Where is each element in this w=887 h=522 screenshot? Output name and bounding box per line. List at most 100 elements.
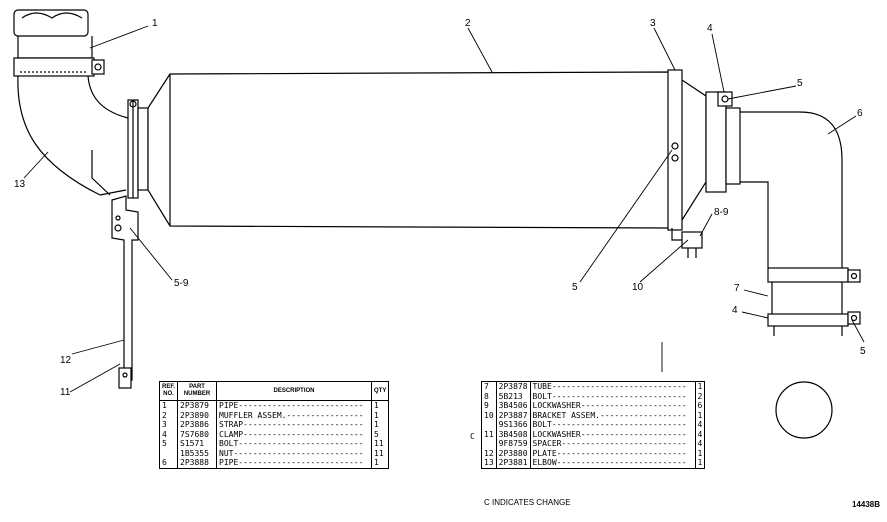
quantity: 1 (697, 458, 703, 467)
ref-no (481, 439, 497, 449)
part-number: 2P3888 (177, 458, 218, 468)
leader-lines (23, 25, 865, 393)
description: PLATE--------------------------- (530, 448, 696, 458)
ref-no: 4 (159, 429, 179, 439)
part-number: 9F8759 (496, 439, 531, 449)
callout-6: 6 (857, 108, 863, 119)
header-ref: REF. NO. (159, 381, 179, 401)
description: PIPE-------------------------- (216, 400, 373, 411)
part-number: 3B4506 (496, 401, 531, 411)
callout-12: 12 (60, 355, 72, 366)
part-number: 2P3887 (496, 410, 531, 420)
callout-4-bottom: 4 (732, 305, 738, 316)
callout-7: 7 (734, 283, 740, 294)
quantity: 11 (374, 439, 384, 448)
description: LOCKWASHER---------------------- (530, 401, 696, 411)
change-marker: C (470, 432, 475, 441)
ref-no (481, 420, 497, 430)
description: MUFFLER ASSEM.---------------- (216, 410, 373, 420)
part-number: 1B5355 (177, 448, 218, 458)
description: TUBE---------------------------- (530, 381, 696, 392)
description: BOLT-------------------------- (216, 439, 373, 449)
quantity: 4 (697, 439, 703, 448)
description: STRAP------------------------- (216, 420, 373, 430)
change-note: C INDICATES CHANGE (484, 498, 571, 507)
callout-3: 3 (650, 18, 656, 29)
header-part: PART NUMBER (177, 381, 218, 401)
quantity: 5 (374, 429, 379, 439)
quantity: 1 (374, 410, 379, 420)
quantity: 6 (697, 401, 703, 410)
ref-no: 7 (481, 381, 497, 392)
part-number: 9S1366 (496, 420, 531, 430)
description: NUT--------------------------- (216, 448, 373, 458)
callout-5-top: 5 (797, 78, 803, 89)
header-desc: DESCRIPTION (216, 381, 373, 401)
ref-no: 3 (159, 420, 179, 430)
part-number: S1571 (177, 439, 218, 449)
pipe-inlet-part-1 (13, 9, 105, 77)
plate-part-12 (111, 195, 139, 389)
ref-no: 10 (481, 410, 497, 420)
callout-8-9: 8-9 (714, 207, 729, 218)
callout-5-9-left: 5-9 (174, 278, 189, 289)
ref-no: 13 (481, 458, 497, 468)
ref-no: 12 (481, 448, 497, 458)
bracket-part-10 (681, 231, 703, 258)
ref-no: 1 (159, 400, 179, 411)
part-number: 3B4508 (496, 429, 531, 439)
inlet-flange (127, 99, 149, 199)
quantity: 2 (697, 391, 703, 401)
callout-13: 13 (14, 179, 26, 190)
part-number: 2P3890 (177, 410, 218, 420)
part-number: 2P3886 (177, 420, 218, 430)
callout-11: 11 (60, 387, 71, 398)
part-number: 2P3880 (496, 448, 531, 458)
callout-5-bottom: 5 (860, 346, 866, 357)
reference-circle (775, 381, 833, 439)
part-number: 2P3878 (496, 381, 531, 392)
quantity: 11 (374, 448, 384, 458)
quantity: 4 (697, 420, 703, 429)
callout-1: 1 (152, 18, 158, 29)
ref-no: 9 (481, 401, 497, 411)
description: PIPE-------------------------- (216, 458, 373, 468)
part-number: 2P3881 (496, 458, 531, 468)
quantity: 1 (697, 410, 703, 420)
part-number: 5B213 (496, 391, 531, 401)
description: SPACER-------------------------- (530, 439, 696, 449)
header-qty: QTY (371, 381, 389, 401)
description: CLAMP------------------------- (216, 429, 373, 439)
tube-part-7 (767, 267, 861, 336)
callout-2: 2 (465, 18, 471, 29)
ref-no: 11 (481, 429, 497, 439)
strap-part-3 (667, 69, 691, 241)
drawing-number: 14438B (852, 500, 881, 509)
ref-no: 8 (481, 391, 497, 401)
outlet-flange (681, 79, 741, 221)
quantity: 1 (374, 458, 379, 467)
quantity: 1 (374, 401, 379, 410)
quantity: 4 (697, 429, 703, 439)
pipe-elbow-part-6 (740, 111, 843, 268)
quantity: 1 (697, 448, 703, 458)
callout-4-top: 4 (707, 23, 713, 34)
part-number: 2P3879 (177, 400, 218, 411)
description: BOLT---------------------------- (530, 391, 696, 401)
description: LOCKWASHER---------------------- (530, 429, 696, 439)
